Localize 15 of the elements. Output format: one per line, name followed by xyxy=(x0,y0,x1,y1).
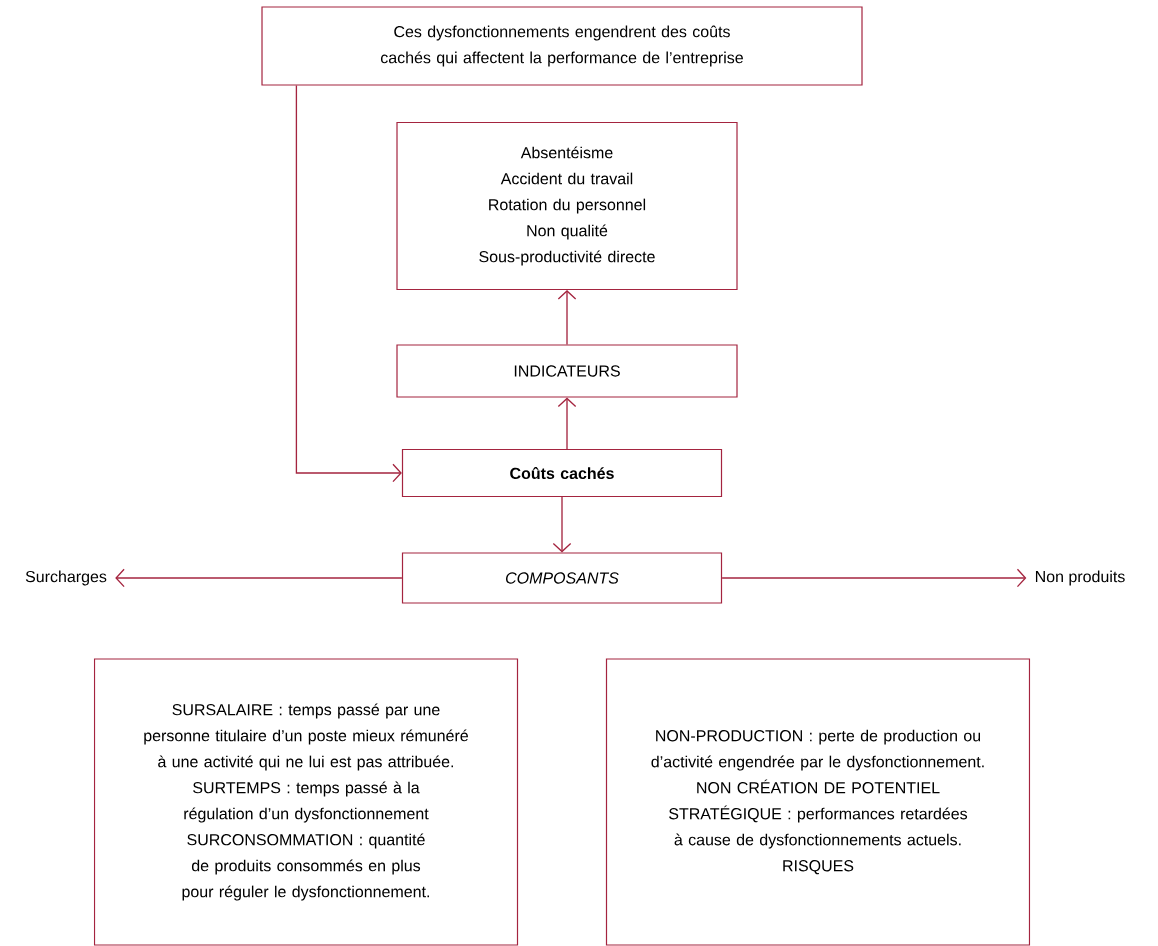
description-box: SURSALAIRE : temps passé par une personne titulaire d’un poste mieux rémunéré à une activité qui ne lui est pas attribuée. SURTEMPS : temps passé à la régulation d’un dysfonctionnement SURCONSOMMATION : quantité de produits consommés en plus pour réguler le dysfonctionnement. xyxy=(93,658,519,946)
side-label: Surcharges xyxy=(25,570,107,586)
description-box: NON-PRODUCTION : perte de production ou d’activité engendrée par le dysfonctionnement. NON CRÉATION DE POTENTIEL STRATÉGIQUE : performances retardées à cause de dysfonctionnements actuels. RISQUES xyxy=(605,658,1031,946)
process-box: COMPOSANTS xyxy=(401,552,723,604)
arrow xyxy=(721,568,1027,588)
arrow xyxy=(552,496,572,553)
arrow xyxy=(557,397,577,450)
statement-box: Ces dysfonctionnements engendrent des coûts cachés qui affectent la performance de l’entreprise xyxy=(261,6,863,86)
process-box: Coûts cachés xyxy=(401,448,723,498)
arrow xyxy=(557,290,577,346)
arrow xyxy=(295,84,402,483)
arrow xyxy=(115,568,403,588)
process-box: INDICATEURS xyxy=(396,344,738,398)
list-box: Absentéisme Accident du travail Rotation du personnel Non qualité Sous-productivité directe xyxy=(396,121,738,291)
side-label: Non produits xyxy=(1035,570,1125,586)
